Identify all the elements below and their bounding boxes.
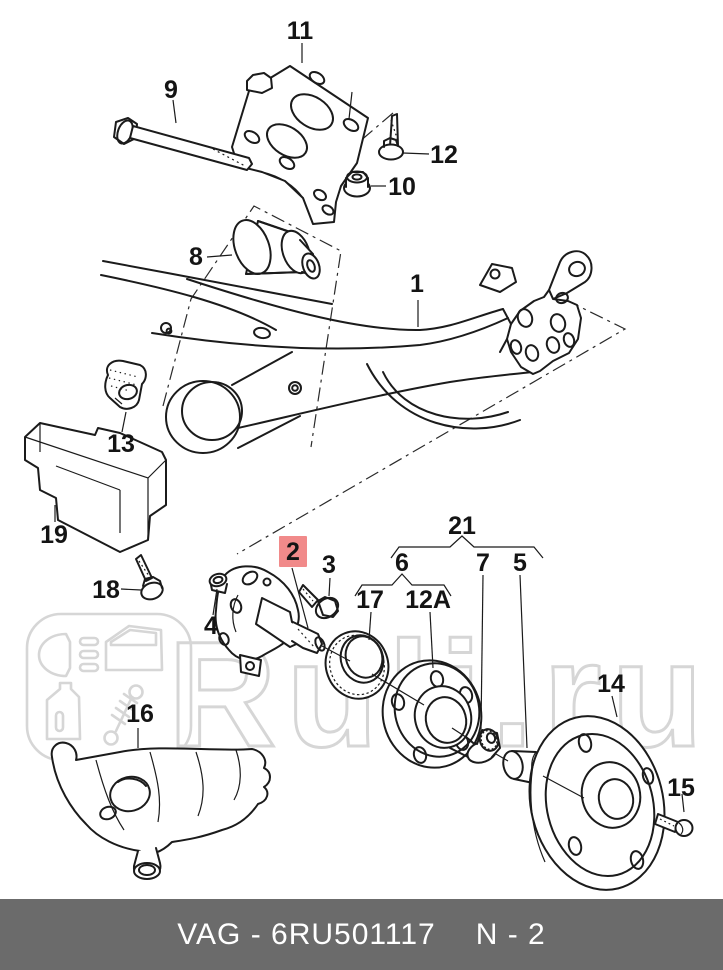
part-label-2-highlighted[interactable]: 2	[286, 538, 300, 566]
watermark-logo	[25, 612, 193, 762]
part-label-9[interactable]: 9	[164, 76, 178, 104]
part-small-bolt-drawing	[378, 113, 404, 161]
part-label-6[interactable]: 6	[395, 549, 409, 577]
brace-21	[390, 535, 544, 559]
part-label-10[interactable]: 10	[388, 173, 416, 201]
part-wheel-hub-drawing	[381, 659, 483, 769]
footer-catalog-code: VAG - 6RU501117	[177, 917, 436, 951]
part-hub-nut-drawing	[466, 728, 501, 764]
part-label-19[interactable]: 19	[40, 521, 68, 549]
part-long-bolt-drawing	[113, 117, 253, 171]
part-splash-shield-drawing	[50, 741, 271, 880]
part-plug-drawing	[208, 572, 228, 594]
part-label-12a[interactable]: 12A	[405, 586, 451, 614]
part-bushing-drawing	[232, 219, 321, 280]
diagram-canvas: Ruli.ru	[24, 17, 704, 891]
part-label-14[interactable]: 14	[597, 670, 625, 698]
part-abs-ring-drawing	[324, 630, 390, 700]
part-label-13[interactable]: 13	[107, 430, 135, 458]
brace-6	[354, 573, 452, 597]
shock-absorber-icon	[103, 684, 144, 746]
part-label-15[interactable]: 15	[667, 774, 695, 802]
part-label-18[interactable]: 18	[92, 576, 120, 604]
part-label-7[interactable]: 7	[476, 549, 490, 577]
part-bolt-18-drawing	[135, 554, 164, 601]
part-labels: 11 9 12 10 8 1 13 19 18 2 3 21 6 7 5 17 …	[40, 17, 695, 802]
part-label-16[interactable]: 16	[126, 700, 154, 728]
part-label-5[interactable]: 5	[513, 549, 527, 577]
headlight-icon	[37, 632, 100, 678]
footer-bar: VAG - 6RU501117 N - 2	[0, 899, 723, 970]
leader-lines	[54, 43, 685, 813]
highlight-box	[279, 536, 307, 567]
part-weight-bar-drawing	[24, 422, 167, 553]
part-label-8[interactable]: 8	[189, 243, 203, 271]
part-bump-stop-drawing	[104, 359, 147, 410]
part-label-17[interactable]: 17	[356, 586, 384, 614]
part-axle-beam-drawing	[100, 250, 593, 454]
part-label-1[interactable]: 1	[410, 270, 424, 298]
part-bolt-3-drawing	[298, 584, 340, 620]
part-label-3[interactable]: 3	[322, 551, 336, 579]
part-bracket-drawing	[231, 65, 369, 225]
part-flange-nut-drawing	[343, 170, 371, 198]
oil-canister-icon	[45, 681, 82, 741]
part-label-21[interactable]: 21	[448, 512, 476, 540]
part-brake-disc-drawing	[528, 715, 666, 891]
part-label-12[interactable]: 12	[430, 141, 458, 169]
part-label-11[interactable]: 11	[287, 17, 314, 45]
part-screw-drawing	[654, 813, 694, 837]
construction-lines	[162, 112, 627, 555]
footer-page-ref: N - 2	[475, 917, 546, 951]
part-stub-axle-drawing	[214, 565, 326, 677]
part-label-4[interactable]: 4	[204, 612, 218, 640]
car-door-icon	[104, 624, 164, 672]
